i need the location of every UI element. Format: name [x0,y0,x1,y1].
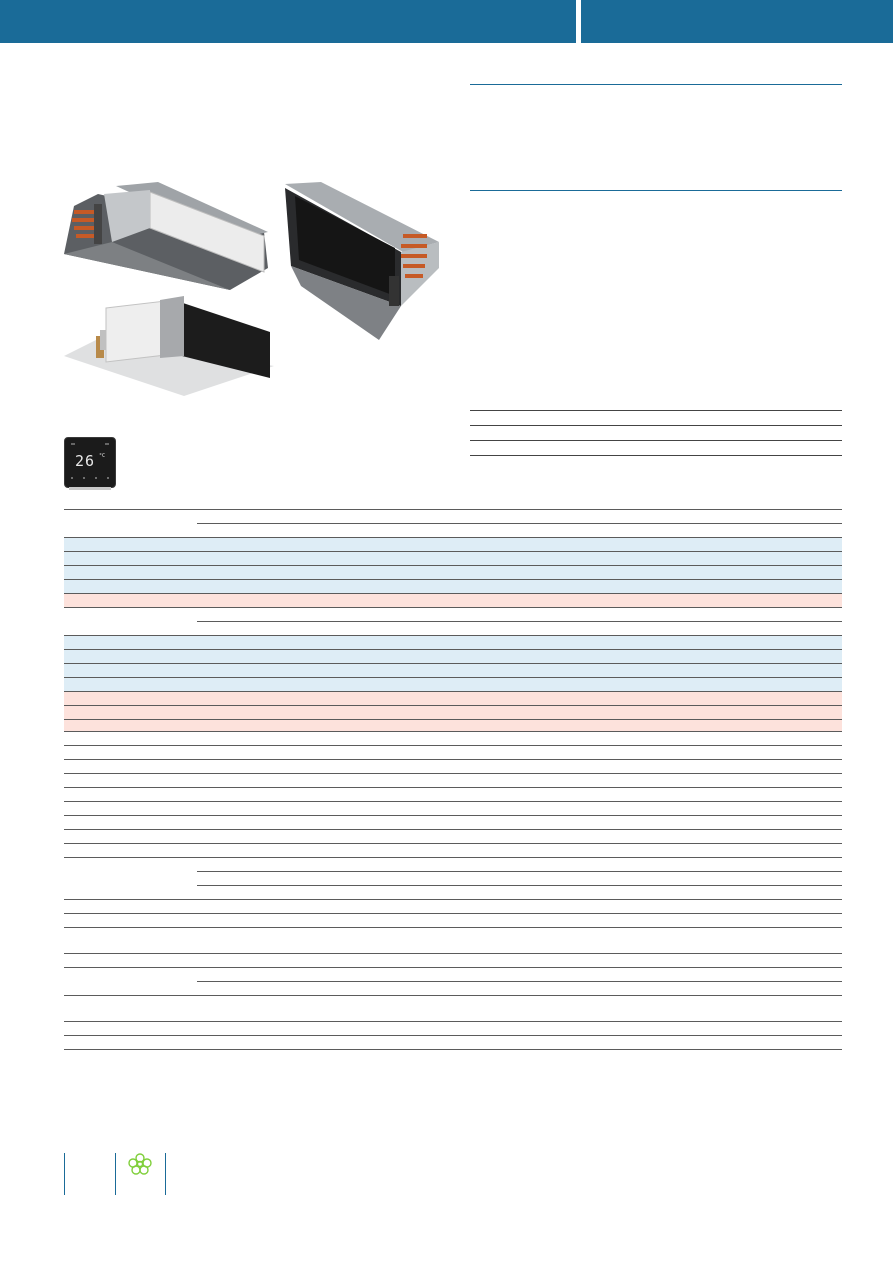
table-row [197,872,842,886]
table-row [64,1022,842,1036]
floor-fan-coil-unit-image [285,182,439,340]
table-row [64,996,842,1022]
table-row [197,608,842,622]
table-row [64,830,842,844]
table-row [64,650,842,664]
ducted-fan-coil-unit-image [64,182,268,290]
table-row [64,566,842,580]
table-rule [470,440,842,441]
table-row [64,982,842,996]
header-bar-left [0,0,576,43]
table-row [64,954,842,968]
footer-divider [165,1153,166,1195]
table-row [64,636,842,650]
table-row [64,720,842,732]
thermostat-controller: 26 [64,437,116,490]
table-row [64,692,842,706]
table-row [64,594,842,608]
table-row [64,678,842,692]
table-row [64,746,842,760]
table-row [64,816,842,830]
table-rule [470,425,842,426]
footer-divider [64,1153,65,1195]
table-row [64,509,842,510]
table-row [64,552,842,566]
table-rule [470,455,842,456]
table-row [64,664,842,678]
table-row [64,802,842,816]
eco-flower-icon [128,1153,152,1175]
table-row [64,580,842,594]
thermostat-display: 26 [75,452,105,470]
header-bar-right [581,0,893,43]
table-row [64,1036,842,1050]
table-row [64,524,842,538]
table-row [64,774,842,788]
table-row [64,844,842,858]
table-row [64,788,842,802]
table-row [64,732,842,746]
table-row [197,968,842,982]
table-row [64,760,842,774]
table-row [64,622,842,636]
table-row [64,886,842,900]
table-row [64,900,842,914]
section-rule [470,190,842,191]
table-row [197,510,842,524]
concealed-fan-coil-unit-image [64,296,274,396]
table-rule [470,410,842,411]
table-row [64,928,842,954]
table-row [64,538,842,552]
table-row [64,706,842,720]
table-row [64,914,842,928]
table-row [197,858,842,872]
section-rule [470,84,842,85]
footer-divider [115,1153,116,1195]
